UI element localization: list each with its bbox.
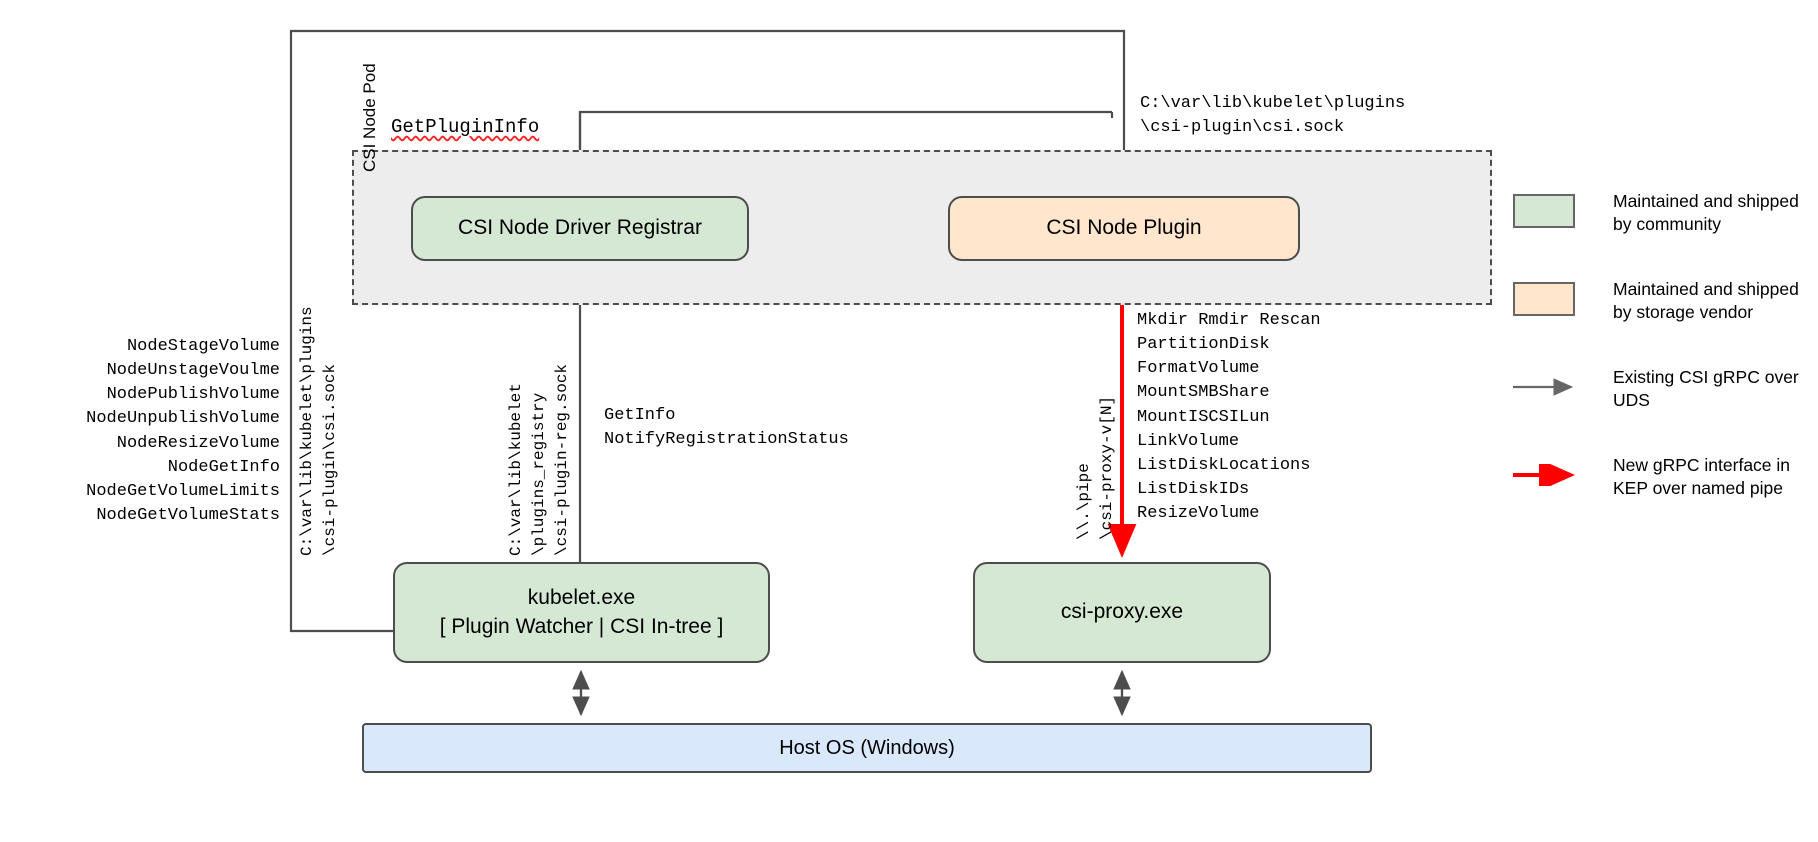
node-service-call-item: NodeUnpublishVolume [86, 409, 280, 429]
csi-proxy-call-item: ResizeVolume [1137, 504, 1260, 523]
csi-proxy-call-item: FormatVolume [1137, 359, 1260, 379]
csi-proxy-call-item: MountISCSILun [1137, 407, 1270, 427]
node-host-os-label: Host OS (Windows) [779, 736, 955, 759]
node-service-call-item: NodeGetVolumeLimits [86, 481, 280, 501]
legend-color-swatch [1513, 194, 1575, 228]
csi-proxy-call-item: MountSMBShare [1137, 383, 1270, 403]
node-csi-proxy-label: csi-proxy.exe [1060, 600, 1184, 624]
legend-item: Existing CSI gRPC over UDS [1513, 366, 1803, 410]
node-service-call-item: NodeUnstageVoulme [106, 361, 280, 381]
node-csi-node-plugin-label: CSI Node Plugin [1046, 216, 1202, 240]
csi-proxy-call-item: Mkdir Rmdir Rescan [1137, 311, 1321, 330]
csi-proxy-call-item: ListDiskIDs [1137, 479, 1250, 499]
label-csi-sock-path-top: C:\var\lib\kubelet\plugins \csi-plugin\c… [1140, 94, 1406, 138]
node-csi-node-plugin[interactable]: CSI Node Plugin [948, 196, 1300, 261]
legend-item: New gRPC interface in KEP over named pip… [1513, 454, 1803, 498]
legend-arrow-icon [1513, 378, 1574, 396]
csi-proxy-call-item: LinkVolume [1137, 431, 1240, 451]
legend-item: Maintained and shipped by storage vendor [1513, 278, 1803, 322]
node-kubelet-line2: [ Plugin Watcher | CSI In-tree ] [439, 614, 724, 638]
node-service-call-item: NodeGetVolumeStats [96, 505, 280, 525]
legend-item: Maintained and shipped by community [1513, 190, 1803, 234]
node-csi-proxy-exe[interactable]: csi-proxy.exe [973, 562, 1271, 663]
node-kubelet-exe[interactable]: kubelet.exe [ Plugin Watcher | CSI In-tr… [393, 562, 770, 663]
csi-node-pod-label: CSI Node Pod [360, 63, 379, 172]
legend-color-swatch [1513, 282, 1575, 316]
label-get-plugin-info: GetPluginInfo [391, 116, 540, 138]
legend-arrow-icon [1513, 464, 1575, 486]
legend-item-label: Existing CSI gRPC over UDS [1613, 367, 1799, 411]
label-named-pipe-vertical: \\.\pipe \csi-proxy-v[N] [1075, 395, 1117, 540]
node-registrar-label: CSI Node Driver Registrar [458, 216, 702, 240]
node-service-call-item: NodeStageVolume [126, 337, 280, 356]
node-service-call-item: NodeResizeVolume [116, 433, 280, 453]
label-registration-sock-path-vertical: C:\var\lib\kubelet \plugins_registry \cs… [507, 363, 572, 556]
node-csi-node-driver-registrar[interactable]: CSI Node Driver Registrar [411, 196, 749, 261]
legend-item-label: Maintained and shipped by community [1613, 191, 1799, 235]
node-service-call-item: NodePublishVolume [106, 385, 280, 405]
csi-proxy-call-item: ListDiskLocations [1137, 455, 1311, 475]
csi-node-pod-container [352, 150, 1492, 305]
csi-proxy-call-item: PartitionDisk [1137, 335, 1270, 355]
node-kubelet-line1: kubelet.exe [527, 586, 636, 610]
label-registration-calls: GetInfo NotifyRegistrationStatus [604, 406, 849, 450]
node-host-os[interactable]: Host OS (Windows) [362, 723, 1372, 773]
legend-item-label: New gRPC interface in KEP over named pip… [1613, 455, 1791, 499]
legend-item-label: Maintained and shipped by storage vendor [1613, 279, 1799, 323]
node-service-call-item: NodeGetInfo [167, 457, 280, 477]
label-csi-sock-path-vertical: C:\var\lib\kubelet\plugins \csi-plugin\c… [298, 306, 340, 556]
